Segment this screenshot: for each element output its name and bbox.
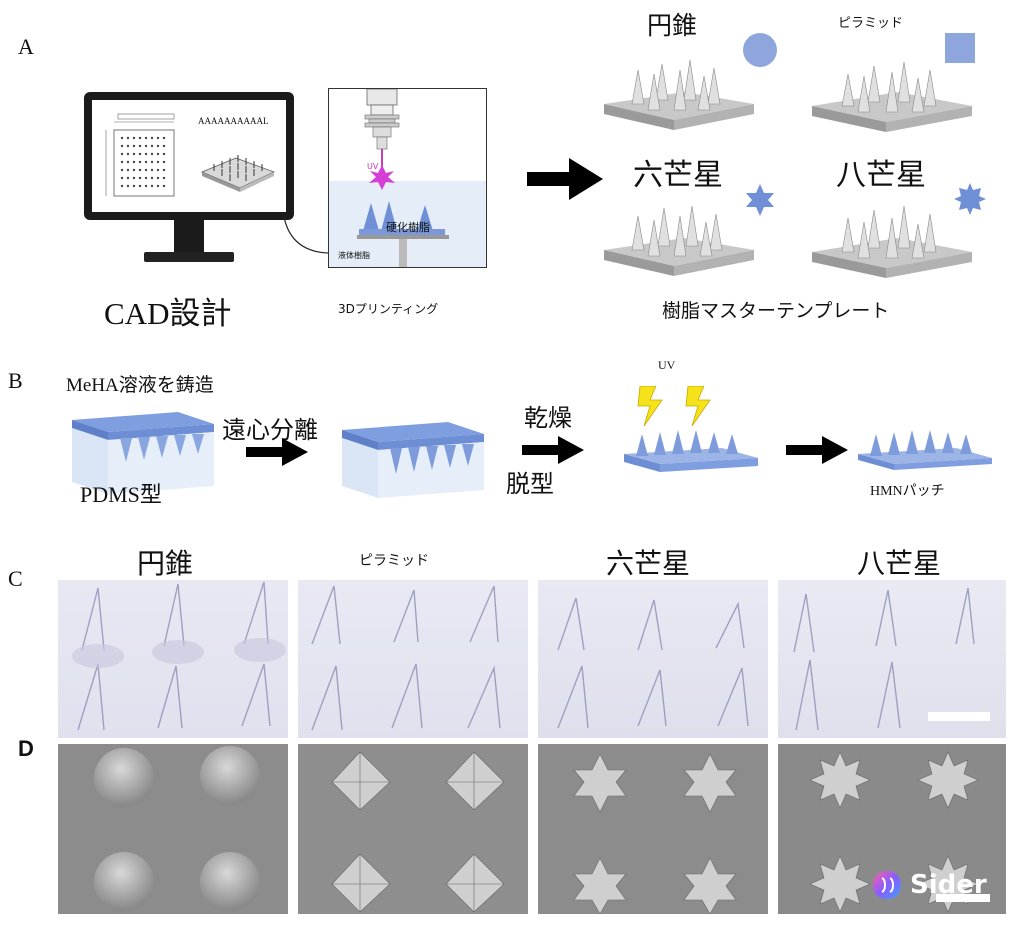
sem-octagram bbox=[778, 744, 1006, 914]
octagram-icon bbox=[954, 183, 986, 215]
cast-label: MeHA溶液を鋳造 bbox=[66, 375, 214, 396]
sider-watermark: Sider bbox=[870, 868, 987, 902]
hmn-patch bbox=[858, 430, 992, 470]
photo-title-cone: 円錐 bbox=[137, 547, 194, 580]
templates-label: 樹脂マスターテンプレート bbox=[662, 300, 890, 322]
patch-label: HMNパッチ bbox=[870, 484, 945, 499]
lightning-icon bbox=[685, 386, 711, 426]
sider-text: Sider bbox=[910, 870, 987, 900]
circle-icon bbox=[743, 33, 777, 67]
photo-octagram bbox=[778, 580, 1006, 738]
sem-pyramid bbox=[298, 744, 528, 914]
screen-text: AAAAAAAAAAL bbox=[198, 116, 269, 126]
scale-bar bbox=[928, 712, 990, 721]
demold-label: 脱型 bbox=[506, 470, 554, 498]
arrow-right-icon bbox=[522, 436, 584, 464]
photo-title-hexagram: 六芒星 bbox=[606, 547, 691, 580]
panel-label-a: A bbox=[18, 34, 34, 59]
lightning-icon bbox=[637, 386, 663, 426]
cad-label: CAD設計 bbox=[104, 296, 232, 331]
template-pyramid-block bbox=[812, 61, 972, 132]
uv-label-b: UV bbox=[658, 358, 676, 372]
panel-label-d: D bbox=[18, 736, 34, 761]
panel-label-c: C bbox=[8, 566, 23, 591]
scale-bar bbox=[936, 894, 990, 902]
template-title-hexagram: 六芒星 bbox=[633, 158, 723, 193]
sider-logo-icon bbox=[873, 871, 901, 899]
print-label: 3Dプリンティング bbox=[338, 302, 439, 316]
photo-title-pyramid: ピラミッド bbox=[359, 553, 429, 569]
template-cone-block bbox=[604, 59, 754, 130]
sem-cone bbox=[58, 744, 288, 914]
hexagram-icon bbox=[746, 184, 774, 216]
template-title-octagram: 八芒星 bbox=[836, 158, 926, 193]
liquid-resin-label: 液体樹脂 bbox=[338, 251, 370, 260]
photo-pyramid bbox=[298, 580, 528, 738]
pdms-mold-filled bbox=[72, 412, 214, 494]
panel-label-b: B bbox=[8, 368, 23, 393]
cured-resin-label: 硬化樹脂 bbox=[386, 221, 430, 234]
mold-label: PDMS型 bbox=[80, 482, 162, 507]
dry-label: 乾燥 bbox=[524, 404, 572, 432]
photo-title-octagram: 八芒星 bbox=[857, 547, 942, 580]
printer-box bbox=[328, 88, 487, 268]
template-octagram-block bbox=[812, 205, 972, 278]
template-title-cone: 円錐 bbox=[647, 11, 698, 40]
pdms-mold-centrifuged bbox=[342, 422, 484, 498]
cad-monitor bbox=[84, 92, 294, 272]
square-icon bbox=[945, 33, 975, 63]
arrow-right-icon bbox=[527, 158, 603, 200]
centrifuge-label: 遠心分離 bbox=[222, 416, 318, 444]
template-title-pyramid: ピラミッド bbox=[838, 16, 904, 31]
uv-label-a: UV bbox=[367, 162, 379, 171]
photo-hexagram bbox=[538, 580, 768, 738]
photo-cone bbox=[58, 580, 288, 738]
sem-hexagram bbox=[538, 744, 768, 914]
template-hexagram-block bbox=[604, 205, 754, 276]
cured-patch bbox=[624, 430, 758, 472]
arrow-right-icon bbox=[786, 436, 848, 464]
arrow-right-icon bbox=[246, 438, 308, 466]
